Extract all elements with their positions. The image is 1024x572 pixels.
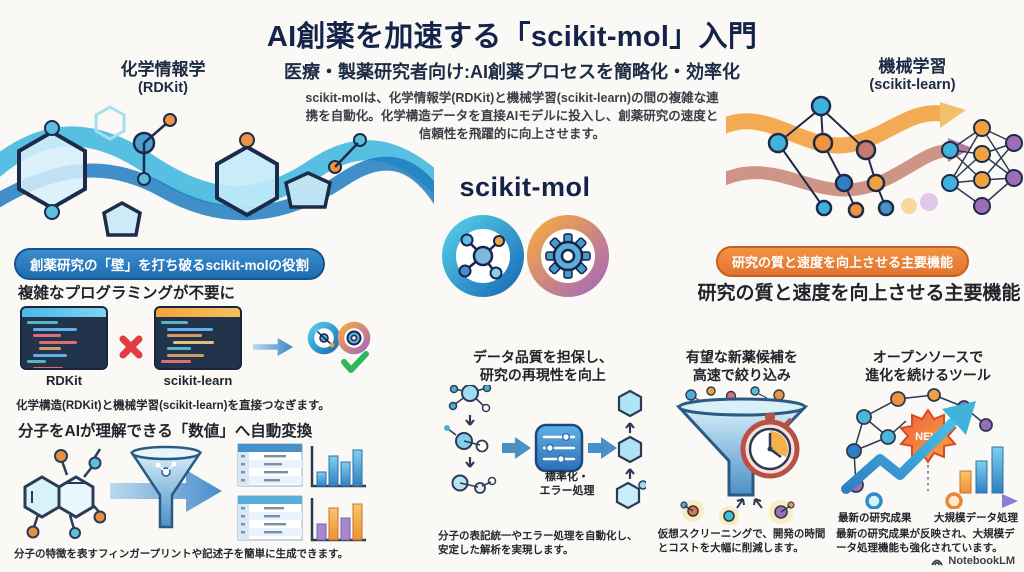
- feature-title-line: 高速で絞り込み: [692, 366, 791, 383]
- feature-screening: 有望な新薬候補を 高速で絞り込み: [658, 349, 826, 557]
- code-comparison-row: RDKit scikit-learn: [20, 306, 382, 388]
- molecule-structure-icon: [23, 448, 106, 539]
- label-machine-learning-title: 機械学習: [878, 57, 947, 76]
- machine-learning-art-illustration: [726, 95, 1023, 219]
- code-lines: [156, 317, 240, 368]
- arrow-right-icon: [252, 337, 294, 357]
- arrow-right-icon: [501, 436, 531, 459]
- code-lines: [22, 317, 106, 368]
- rdkit-code-window: RDKit: [20, 306, 108, 388]
- label-scikit-learn: (scikit-learn): [869, 77, 956, 93]
- feature-caption: 仮想スクリーニングで、開発の時間とコストを大幅に削減します。: [657, 527, 826, 554]
- chemistry-art-illustration: [0, 105, 434, 237]
- code-editor-icon: [20, 306, 108, 370]
- feature-title: 有望な新薬候補を 高速で絞り込み: [686, 349, 798, 385]
- scikit-mol-logo-text: scikit-mol: [459, 172, 591, 202]
- heading-auto-numeric: 分子をAIが理解できる「数値」へ自動変換: [18, 423, 313, 440]
- description-line: scikit-molは、化学情報学(RDKit)と機械学習(scikit-lea…: [305, 91, 719, 105]
- tables-charts-icon: [237, 443, 366, 542]
- right-section-heading: 研究の質と速度を向上させる主要機能: [697, 283, 1021, 304]
- incompatible-x-icon: [119, 335, 143, 359]
- notebooklm-watermark: NotebookLM: [930, 555, 1015, 567]
- bar-chart-mixed-icon: [310, 498, 366, 542]
- page-subtitle: 医療・製薬研究者向け:AI創薬プロセスを簡略化・効率化: [284, 62, 740, 82]
- screening-funnel-icon: [675, 386, 809, 525]
- feature-title: オープンソースで 進化を続けるツール: [865, 349, 991, 385]
- timeline-label-research: 最新の研究成果: [837, 511, 912, 524]
- stopwatch-icon: [740, 412, 800, 479]
- rdkit-window-label: RDKit: [45, 373, 83, 388]
- feature-columns: データ品質を担保し、 研究の再現性を向上: [438, 349, 1020, 557]
- timeline-dot-bigdata: [945, 492, 963, 509]
- timeline-labels: 最新の研究成果 大規模データ処理: [836, 510, 1020, 525]
- new-badge: NEW: [899, 408, 957, 464]
- left-section-badge: 創薬研究の「壁」を打ち破るscikit-molの役割: [14, 248, 326, 280]
- feature-title: データ品質を担保し、 研究の再現性を向上: [473, 349, 613, 385]
- description-line: 携を自動化。化学構造データを直接AIモデルに投入し、創薬研究の速度と: [305, 108, 719, 123]
- funnel-arrow-icon: [110, 445, 222, 529]
- feature-title-line: オープンソースで: [872, 349, 984, 365]
- feature-data-quality: データ品質を担保し、 研究の再現性を向上: [438, 349, 648, 557]
- standardization-label: 標準化・ エラー処理: [534, 471, 600, 499]
- scikit-mol-logo: scikit-mol: [420, 172, 630, 320]
- notebooklm-logo-icon: [931, 559, 944, 566]
- page-title: AI創薬を加速する「scikit-mol」入門: [266, 21, 758, 53]
- label-cheminformatics-title: 化学情報学: [120, 60, 206, 79]
- infinity-logo-icon: [442, 215, 609, 297]
- window-titlebar: [156, 308, 240, 317]
- descriptor-table-icon: [237, 495, 303, 541]
- description-line: 信頼性を飛躍的に向上させます。: [418, 126, 606, 141]
- scikit-learn-code-window: scikit-learn: [154, 306, 242, 388]
- label-cheminformatics: 化学情報学 (RDKit): [68, 55, 258, 96]
- timeline-dot-research: [865, 492, 883, 509]
- standardization-diagram-icon: [443, 384, 646, 510]
- feature-title-line: 進化を続けるツール: [865, 366, 991, 383]
- growth-chart-icon: NEW: [837, 387, 1018, 509]
- watermark-text: NotebookLM: [948, 555, 1015, 567]
- check-icon: [341, 351, 369, 373]
- feature-title-line: 研究の再現性を向上: [479, 366, 606, 383]
- standardization-label-line: 標準化・: [545, 471, 589, 483]
- heading-no-programming: 複雑なプログラミングが不要に: [18, 285, 236, 302]
- molecule-to-numbers-row: [12, 442, 370, 544]
- page-description: scikit-molは、化学情報学(RDKit)と機械学習(scikit-lea…: [0, 90, 1024, 143]
- right-section-badge: 研究の質と速度を向上させる主要機能: [716, 246, 970, 277]
- feature-caption: 最新の研究成果が反映され、大規模データ処理機能も強化されています。: [835, 527, 1015, 554]
- fingerprint-table-icon: [237, 443, 303, 487]
- bar-chart-blue-icon: [310, 446, 366, 488]
- scikit-learn-window-label: scikit-learn: [163, 373, 233, 388]
- label-rdkit: (RDKit): [138, 80, 188, 96]
- feature-caption: 分子の表記統一やエラー処理を自動化し、安定した解析を実現します。: [438, 529, 638, 556]
- label-machine-learning: 機械学習 (scikit-learn): [815, 52, 1010, 93]
- standardization-label-line: エラー処理: [539, 484, 595, 497]
- feature-open-source: オープンソースで 進化を続けるツール NEW: [836, 349, 1020, 557]
- convert-row-caption: 分子の特徴を表すフィンガープリントや記述子を簡単に生成できます。: [14, 548, 349, 560]
- arrow-right-icon: [587, 436, 617, 459]
- gear-icon: [545, 233, 591, 279]
- window-titlebar: [22, 308, 106, 317]
- feature-title-line: データ品質を担保し、: [472, 349, 613, 365]
- timeline-label-bigdata: 大規模データ処理: [934, 511, 1018, 524]
- infinity-check-icon: [307, 321, 371, 373]
- feature-title-line: 有望な新薬候補を: [685, 349, 798, 365]
- code-row-caption: 化学構造(RDKit)と機械学習(scikit-learn)を直接つなぎます。: [16, 400, 330, 412]
- molecule-icon: [458, 233, 505, 280]
- code-editor-icon: [154, 306, 242, 370]
